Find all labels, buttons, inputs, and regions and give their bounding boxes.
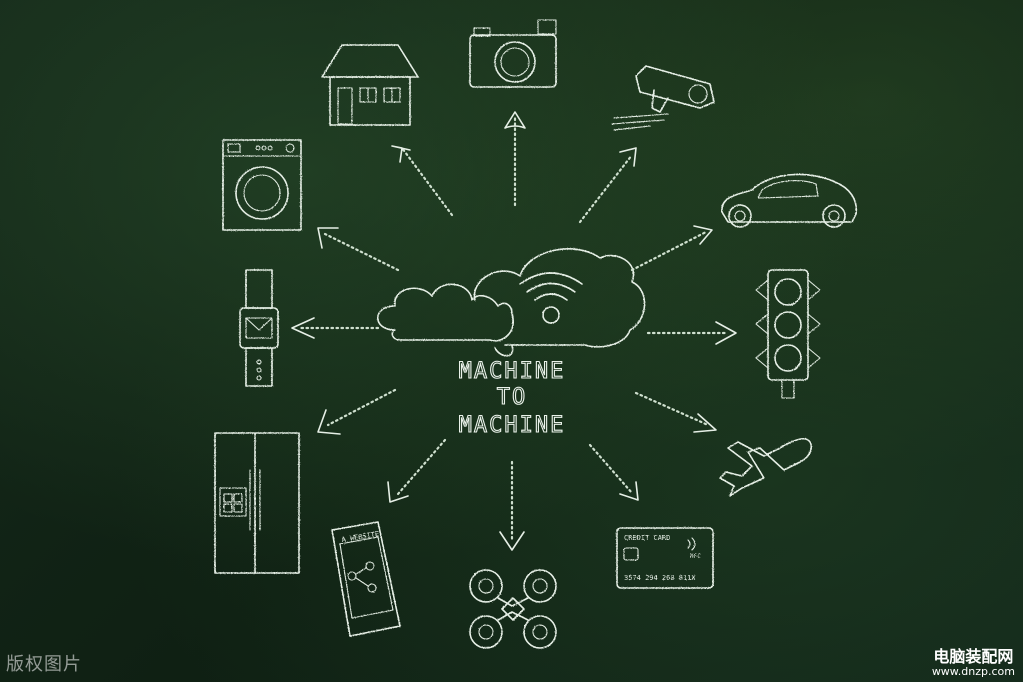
diagram-title: MACHINE TO MACHINE xyxy=(458,358,566,438)
title-line-1: MACHINE xyxy=(459,359,566,384)
car-icon xyxy=(721,173,858,228)
title-line-3: MACHINE xyxy=(459,413,566,438)
cloud-wifi-icon xyxy=(377,248,646,357)
card-number: 3574 294 268 811X xyxy=(624,574,696,582)
phone-label: A WEBSITE xyxy=(341,530,380,544)
house-icon xyxy=(321,44,419,126)
card-nfc: NFC xyxy=(690,553,701,560)
security-camera-icon xyxy=(611,65,715,131)
connection-arrows xyxy=(291,111,737,551)
watermark-site-url: www.dnzp.com xyxy=(931,664,1015,678)
traffic-light-icon xyxy=(755,269,821,399)
watermark-left: 版权图片 xyxy=(6,654,82,675)
card-label: CREDIT CARD xyxy=(624,534,670,542)
camera-icon xyxy=(469,19,557,88)
watermark-right: 电脑装配网 www.dnzp.com xyxy=(932,648,1015,678)
refrigerator-icon xyxy=(214,432,300,574)
watermark-site-name: 电脑装配网 xyxy=(933,647,1014,667)
smartwatch-icon xyxy=(239,269,279,387)
drone-icon xyxy=(469,569,557,649)
washing-machine-icon xyxy=(222,139,302,231)
smartphone-icon: A WEBSITE xyxy=(331,521,401,637)
credit-card-icon: CREDIT CARD NFC 3574 294 268 811X xyxy=(616,527,714,589)
title-line-2: TO xyxy=(497,385,528,410)
airplane-icon xyxy=(719,437,813,497)
